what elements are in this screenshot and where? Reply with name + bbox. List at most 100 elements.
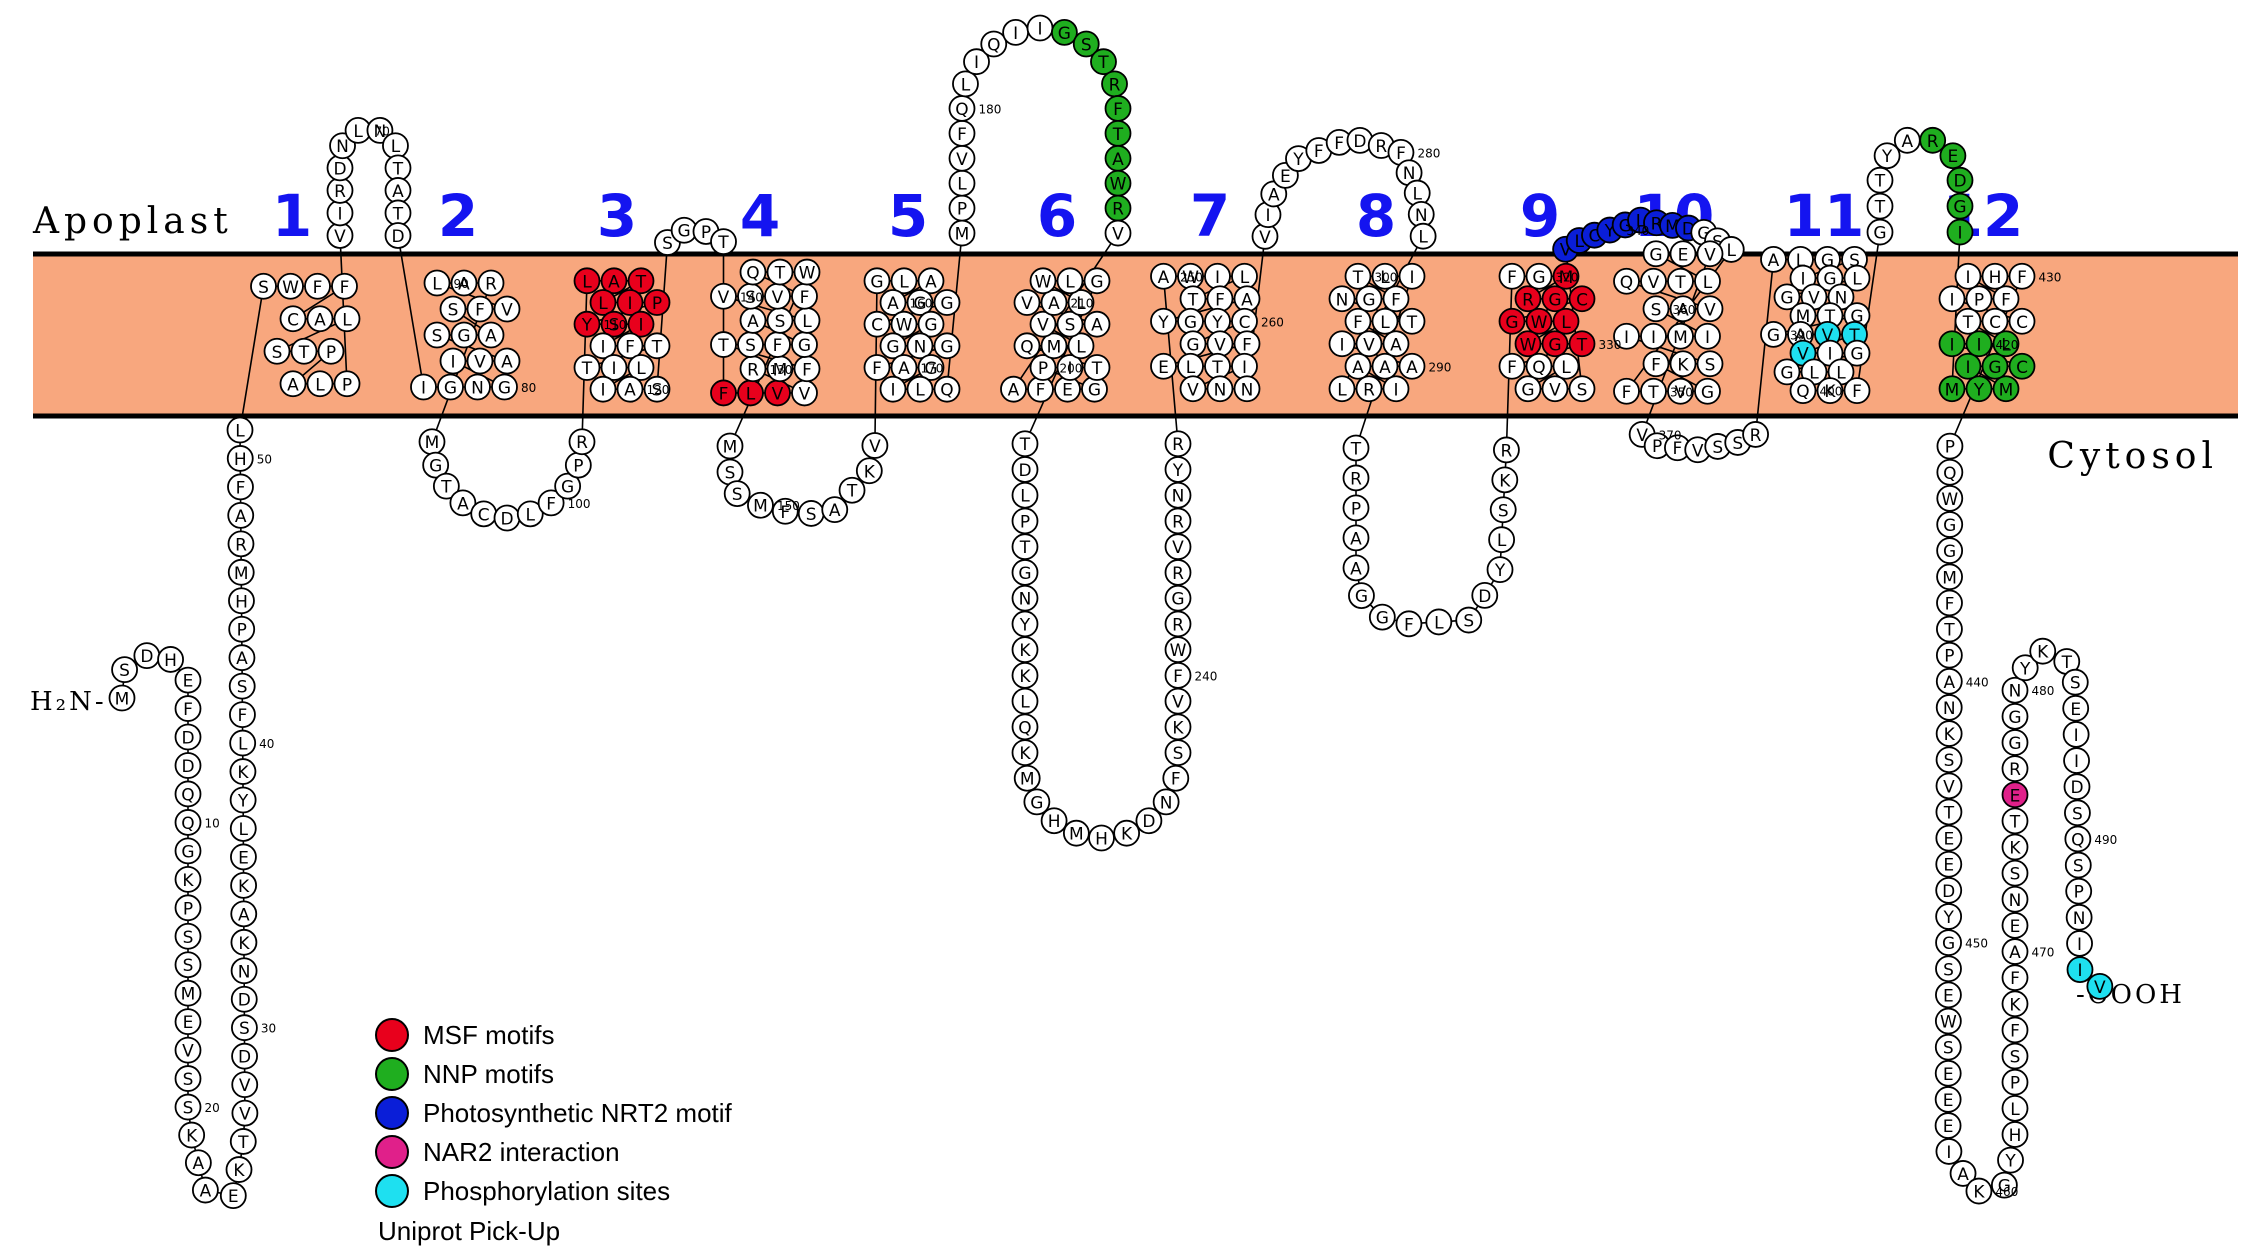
svg-text:N: N (1835, 288, 1848, 308)
svg-text:P: P (1020, 512, 1030, 532)
residue: T (1011, 430, 1039, 458)
residue: Q (933, 375, 961, 403)
svg-text:K: K (1172, 718, 1184, 738)
svg-text:Q: Q (1620, 273, 1633, 293)
residue: V (1164, 533, 1192, 561)
svg-text:G: G (913, 294, 926, 314)
residue: M (227, 558, 255, 586)
residue: F (2008, 262, 2036, 290)
residue: Y (573, 310, 601, 338)
svg-text:R: R (1172, 435, 1184, 455)
residue: A (1000, 375, 1027, 403)
residue: G (1760, 320, 1787, 348)
svg-text:V: V (1037, 316, 1049, 336)
residue-number: 400 (1820, 385, 1843, 399)
residue: W (277, 272, 304, 300)
svg-text:V: V (799, 384, 811, 404)
svg-text:I: I (1651, 328, 1656, 348)
residue: F (1325, 128, 1353, 156)
residue: I (1938, 330, 1966, 358)
svg-text:S: S (1943, 1039, 1954, 1059)
svg-text:M: M (1945, 380, 1960, 400)
svg-text:Q: Q (955, 100, 968, 120)
residue: P (174, 894, 202, 922)
residue: V (1684, 436, 1712, 464)
residue: G (879, 332, 907, 360)
residue: F (1233, 330, 1261, 358)
svg-text:L: L (342, 310, 352, 330)
svg-text:D: D (2070, 778, 2083, 798)
residue: N (1206, 375, 1234, 403)
svg-text:F: F (2010, 1021, 2020, 1041)
residue: F (1395, 610, 1423, 638)
residue: K (855, 457, 883, 485)
residue: G (1525, 262, 1553, 290)
svg-text:T: T (1647, 383, 1659, 403)
svg-text:S: S (2073, 857, 2084, 877)
residue: A (1398, 352, 1426, 380)
svg-text:A: A (1390, 335, 1402, 355)
residue-number: 150 (777, 499, 800, 513)
residue: C (863, 310, 891, 338)
residue: A (1342, 554, 1370, 582)
residue: I (2062, 721, 2090, 748)
svg-text:E: E (1943, 1117, 1954, 1137)
residue: K (1669, 350, 1697, 378)
residue: I (1328, 330, 1356, 358)
svg-text:M: M (1047, 337, 1062, 357)
svg-text:V: V (182, 1042, 194, 1062)
svg-text:D: D (500, 510, 513, 530)
svg-text:W: W (1940, 1013, 1957, 1033)
residue-number: 120 (647, 383, 670, 397)
svg-text:T: T (651, 337, 663, 357)
svg-text:E: E (238, 848, 249, 868)
residue: Q (1011, 713, 1039, 741)
svg-text:N: N (336, 137, 349, 157)
svg-text:M: M (955, 225, 970, 245)
residue: S (423, 321, 451, 349)
residue: G (1514, 375, 1542, 403)
helix-number: 6 (1037, 182, 1077, 250)
svg-text:R: R (485, 275, 497, 295)
svg-text:R: R (1363, 380, 1375, 400)
residue-number: 290 (1429, 360, 1452, 374)
residue: N (2001, 676, 2029, 704)
residue: S (1642, 295, 1670, 323)
residue: T (1954, 307, 1982, 335)
residue: A (600, 267, 628, 295)
residue: V (1206, 330, 1234, 358)
residue: L (1552, 307, 1580, 335)
svg-text:P: P (957, 200, 967, 220)
svg-text:I: I (1949, 290, 1954, 310)
residue: K (2001, 990, 2029, 1018)
residue-number: 420 (1996, 338, 2019, 352)
residue: A (917, 267, 945, 295)
residue: I (600, 354, 628, 381)
svg-text:A: A (193, 1154, 205, 1174)
residue: L (737, 379, 764, 407)
residue: I (589, 332, 617, 360)
svg-text:F: F (475, 301, 485, 321)
residue: G (1990, 1171, 2018, 1199)
svg-text:L: L (1186, 358, 1196, 378)
svg-text:L: L (598, 294, 608, 314)
svg-text:M: M (1673, 328, 1688, 348)
svg-text:H: H (1095, 830, 1108, 850)
residue: T (384, 154, 412, 182)
svg-text:L: L (238, 735, 248, 755)
svg-text:T: T (392, 159, 404, 179)
svg-text:K: K (237, 763, 249, 783)
residue: L (627, 354, 655, 381)
helix-number: 11 (1784, 182, 1865, 250)
svg-text:L: L (1852, 270, 1862, 290)
svg-text:E: E (183, 672, 194, 692)
svg-text:W: W (896, 316, 913, 336)
residue: I (589, 375, 617, 403)
residue: I (1382, 375, 1410, 403)
residue: V (1104, 219, 1132, 247)
residue: K (1011, 636, 1039, 664)
residue: K (178, 1121, 206, 1149)
residue: N (464, 373, 491, 401)
svg-text:I: I (450, 353, 455, 373)
svg-text:D: D (333, 159, 346, 179)
